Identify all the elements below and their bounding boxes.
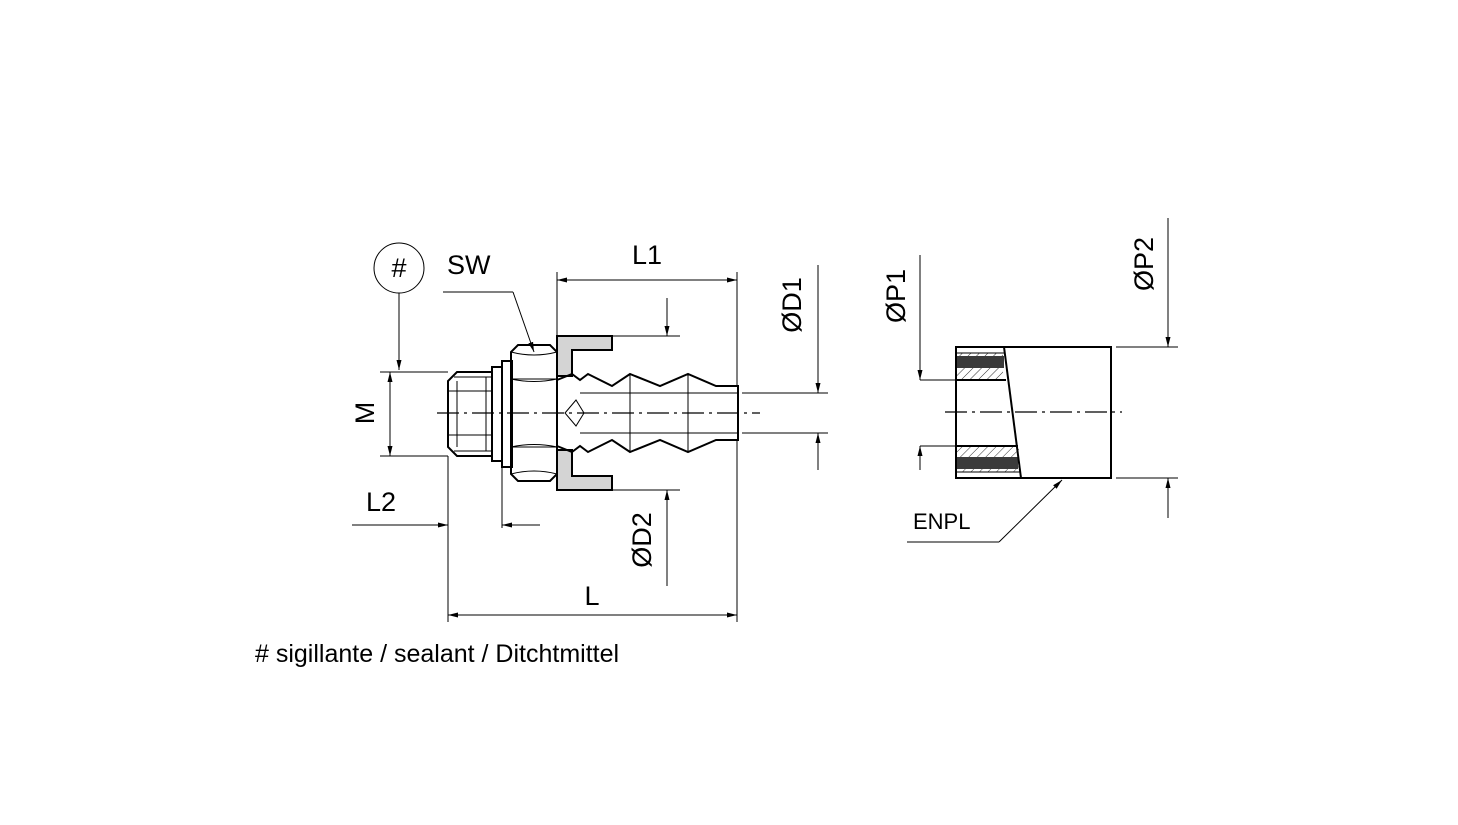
fitting-view bbox=[352, 242, 828, 622]
m-dimension bbox=[380, 371, 448, 457]
enpl-leader bbox=[907, 479, 1063, 543]
sleeve-view bbox=[907, 218, 1178, 543]
thread-section bbox=[447, 371, 493, 457]
d2-dimension bbox=[612, 298, 680, 586]
sw-label: SW bbox=[447, 250, 491, 280]
l1-label: L1 bbox=[632, 240, 662, 270]
m-label: M bbox=[350, 402, 380, 425]
l2-label: L2 bbox=[366, 487, 396, 517]
l1-dimension bbox=[556, 272, 738, 386]
l-label: L bbox=[584, 581, 599, 611]
enpl-label: ENPL bbox=[913, 509, 970, 534]
d2-label: ØD2 bbox=[627, 512, 657, 568]
d1-dimension bbox=[742, 265, 828, 470]
p1-dimension bbox=[917, 255, 956, 470]
sw-leader bbox=[443, 291, 535, 353]
l2-dimension bbox=[352, 456, 540, 622]
hose-barb bbox=[556, 372, 739, 454]
d1-label: ØD1 bbox=[777, 277, 807, 333]
hash-label: # bbox=[391, 253, 406, 283]
p2-label: ØP2 bbox=[1129, 237, 1159, 291]
collar bbox=[491, 360, 513, 468]
hex-nut bbox=[510, 344, 558, 482]
sealant-callout bbox=[373, 242, 425, 370]
p1-label: ØP1 bbox=[881, 269, 911, 323]
l-dimension bbox=[448, 440, 738, 622]
p2-dimension bbox=[1116, 218, 1178, 518]
footnote: # sigillante / sealant / Ditchtmittel bbox=[255, 640, 619, 668]
